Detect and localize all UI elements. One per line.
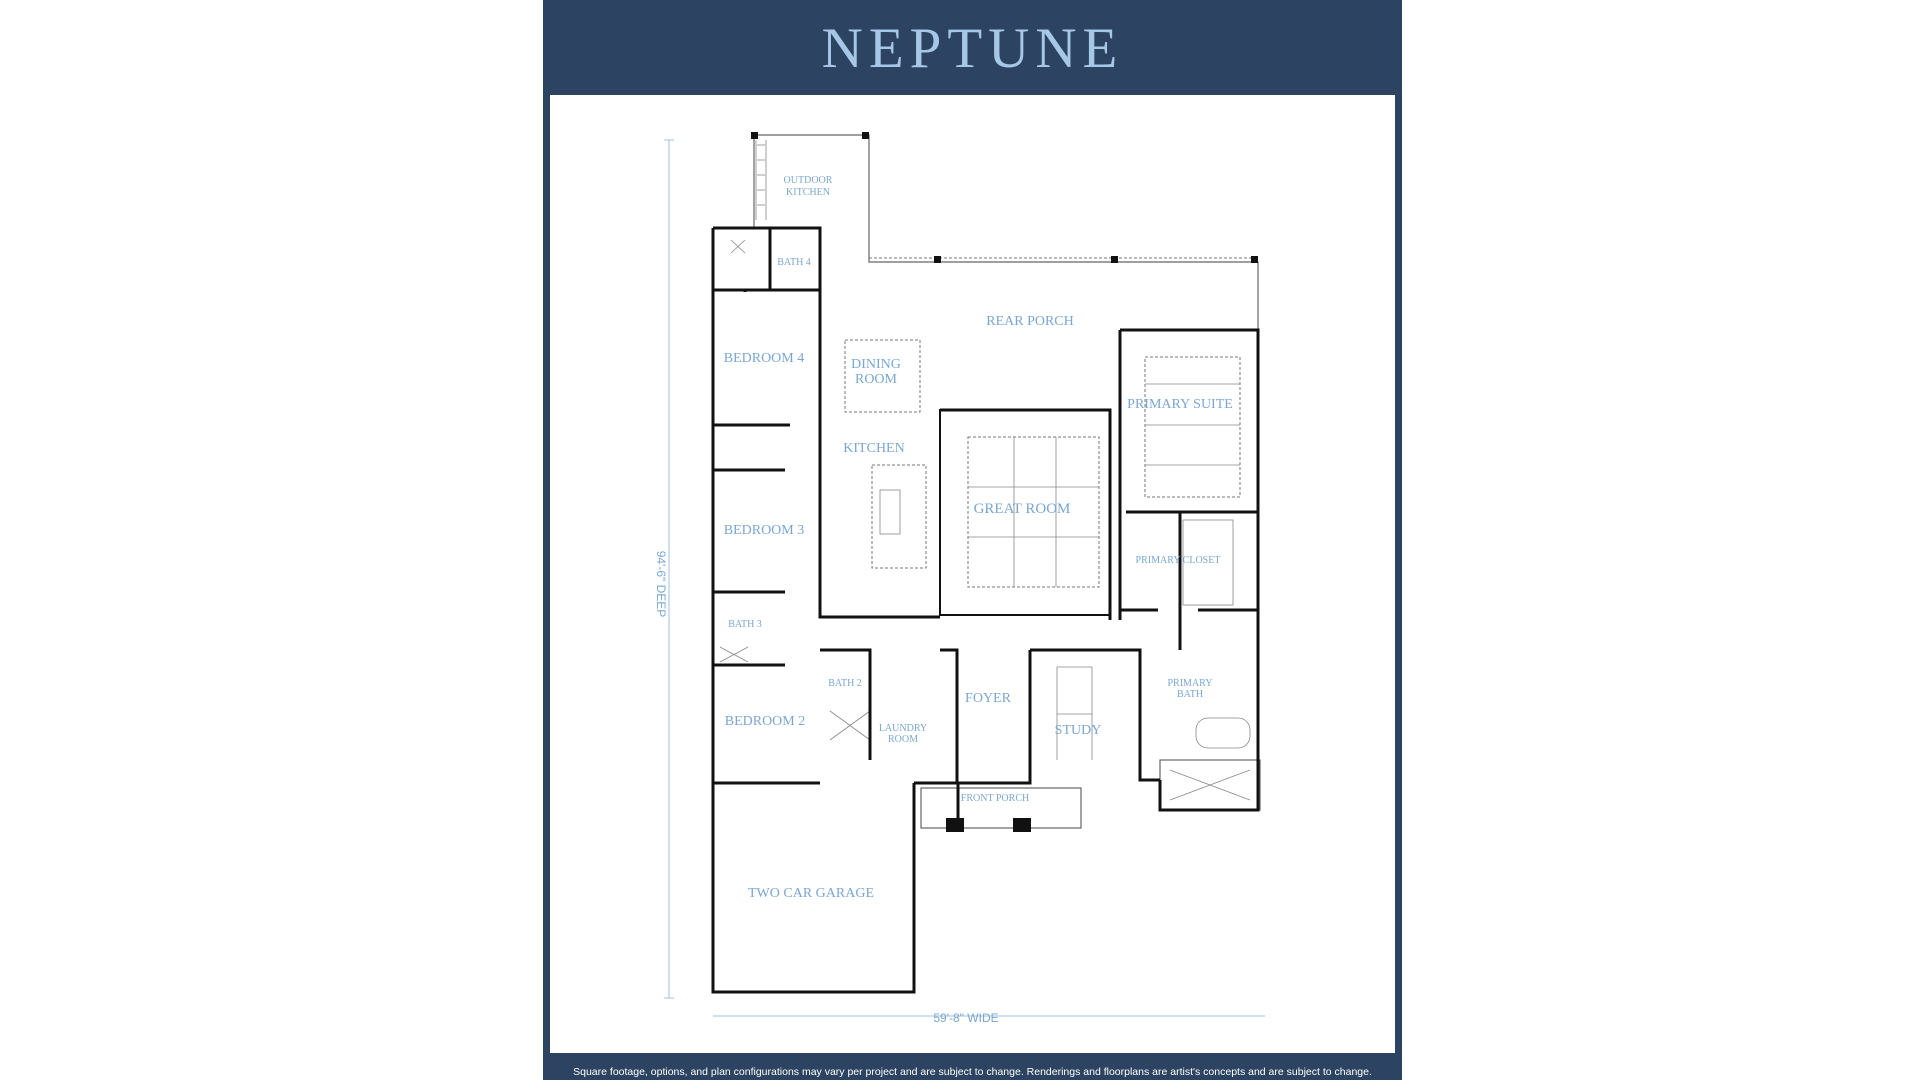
label-laundry-2: ROOM xyxy=(888,734,918,745)
label-two-car-garage: TWO CAR GARAGE xyxy=(748,886,874,901)
label-dining-1: DINING xyxy=(851,357,901,372)
exterior-walls xyxy=(711,226,1260,994)
label-front-porch: FRONT PORCH xyxy=(961,793,1029,804)
interior-details xyxy=(719,140,1251,801)
label-foyer: FOYER xyxy=(965,691,1012,706)
depth-dimension-label: 94'-6" DEEP xyxy=(654,551,668,618)
label-bath-2: BATH 2 xyxy=(828,678,862,689)
plan-title: NEPTUNE xyxy=(821,17,1124,80)
label-great-room: GREAT ROOM xyxy=(974,501,1071,517)
room-labels: OUTDOOR KITCHEN BATH 4 REAR PORCH BEDROO… xyxy=(724,175,1233,901)
label-dining-2: ROOM xyxy=(855,372,898,387)
label-primary-suite: PRIMARY SUITE xyxy=(1127,397,1233,412)
label-laundry-1: LAUNDRY xyxy=(879,723,927,734)
label-bath-3: BATH 3 xyxy=(728,619,762,630)
disclaimer-text: Square footage, options, and plan config… xyxy=(573,1066,1372,1078)
label-outdoor-kitchen-2: KITCHEN xyxy=(786,187,830,198)
width-dimension-label: 59'-8" WIDE xyxy=(933,1011,998,1025)
label-outdoor-kitchen-1: OUTDOOR xyxy=(784,175,833,186)
label-rear-porch: REAR PORCH xyxy=(986,314,1074,329)
porch-outlines xyxy=(753,134,1261,829)
label-primary-bath-2: BATH xyxy=(1177,689,1203,700)
label-bedroom-4: BEDROOM 4 xyxy=(724,351,805,366)
label-bedroom-3: BEDROOM 3 xyxy=(724,523,805,538)
dimension-lines xyxy=(664,139,1265,1017)
label-bedroom-2: BEDROOM 2 xyxy=(725,714,806,729)
plan-panel xyxy=(550,95,1395,1053)
label-primary-bath-1: PRIMARY xyxy=(1167,678,1212,689)
label-primary-closet: PRIMARY CLOSET xyxy=(1136,555,1221,566)
label-kitchen: KITCHEN xyxy=(843,441,904,456)
porch-posts xyxy=(751,132,1258,832)
label-bath-4: BATH 4 xyxy=(777,257,811,268)
label-study: STUDY xyxy=(1055,723,1102,738)
dashed-features xyxy=(844,257,1258,588)
